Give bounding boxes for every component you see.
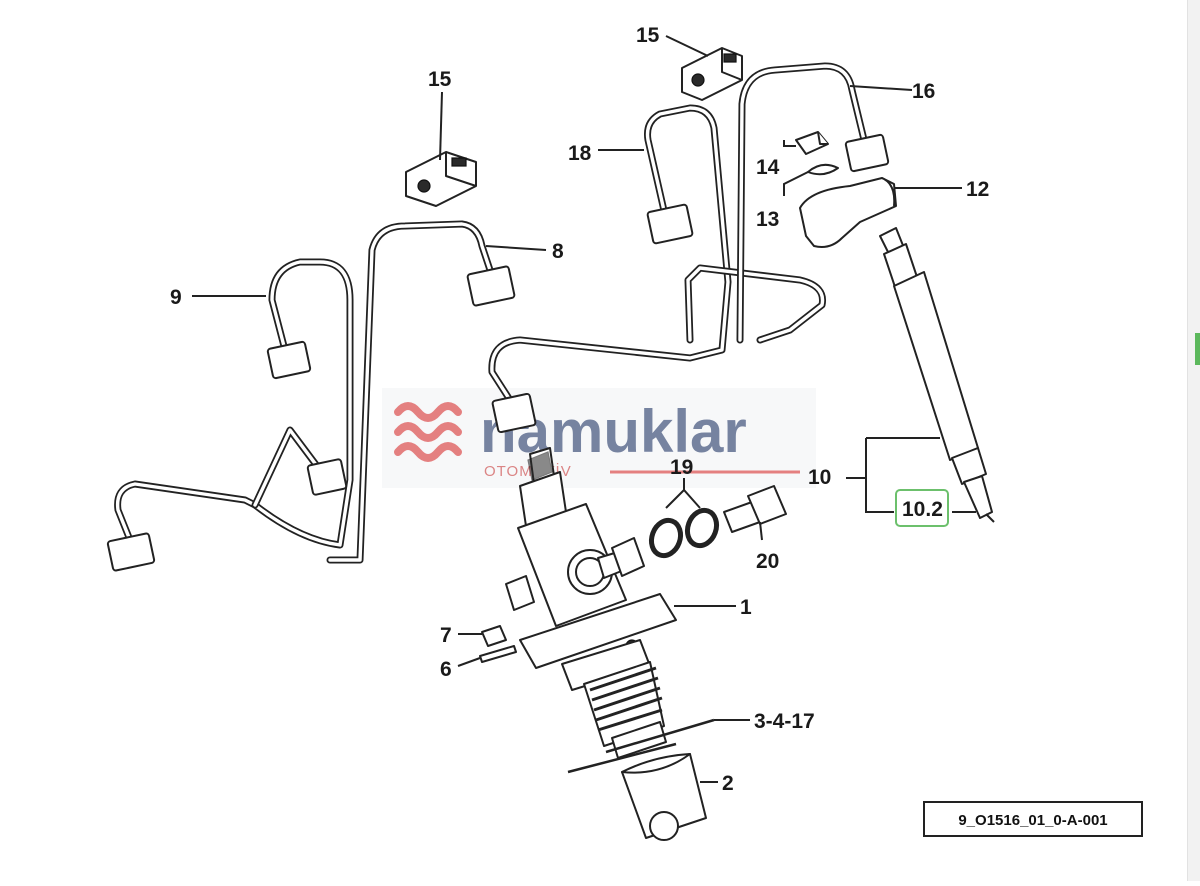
pipe-8 bbox=[326, 220, 494, 564]
callout-10-2: 10.2 bbox=[902, 498, 943, 521]
callout-1: 1 bbox=[740, 596, 752, 619]
watermark-wave-logo-icon bbox=[394, 402, 462, 462]
callout-3-4-17: 3-4-17 bbox=[754, 710, 815, 733]
callout-18: 18 bbox=[568, 142, 592, 165]
leader-lines bbox=[192, 35, 976, 783]
reference-code-box: 9_O1516_01_0-A-001 bbox=[923, 801, 1143, 837]
callout-15-left: 15 bbox=[428, 68, 452, 91]
pipe-18 bbox=[488, 104, 827, 404]
washer-13-icon bbox=[807, 163, 839, 176]
callout-7: 7 bbox=[440, 624, 452, 647]
shim-3-4-17-icon bbox=[567, 718, 715, 774]
scrollbar-marker bbox=[1195, 333, 1200, 365]
pipe-9 bbox=[114, 258, 354, 549]
callout-14: 14 bbox=[756, 156, 780, 179]
callout-12: 12 bbox=[966, 178, 989, 201]
callout-15-top: 15 bbox=[636, 24, 660, 47]
washer-6-icon bbox=[479, 645, 517, 663]
vertical-scrollbar[interactable] bbox=[1187, 0, 1200, 881]
callout-20: 20 bbox=[756, 550, 779, 573]
callout-16: 16 bbox=[912, 80, 935, 103]
nut-14-icon bbox=[795, 131, 829, 155]
clamp-15-top-icon bbox=[681, 47, 743, 101]
seal-washers-19-icon bbox=[648, 507, 720, 559]
injector-clamp-12-icon bbox=[799, 177, 897, 248]
pipe-nuts bbox=[106, 133, 890, 572]
tappet-2-icon bbox=[621, 753, 707, 841]
clamp-15-left-icon bbox=[405, 151, 477, 207]
banjo-bolt-20-icon bbox=[723, 485, 787, 533]
callout-13: 13 bbox=[756, 208, 779, 231]
reference-code-frame bbox=[923, 801, 1143, 837]
injector-10-icon bbox=[879, 227, 995, 523]
nut-7-icon bbox=[481, 625, 507, 647]
highlight-box-10-2 bbox=[895, 489, 949, 527]
callout-2: 2 bbox=[722, 772, 734, 795]
callout-8: 8 bbox=[552, 240, 564, 263]
callout-labels: 15 15 16 18 14 13 12 8 9 19 10 10.2 20 1… bbox=[170, 24, 989, 795]
callout-19: 19 bbox=[670, 456, 693, 479]
callout-9: 9 bbox=[170, 286, 182, 309]
callout-10: 10 bbox=[808, 466, 831, 489]
watermark: namuklar OTOMOTİV bbox=[382, 388, 816, 488]
pipe-16 bbox=[736, 62, 870, 344]
callout-6: 6 bbox=[440, 658, 452, 681]
reference-code: 9_O1516_01_0-A-001 bbox=[958, 812, 1107, 829]
injection-pump-1-icon bbox=[505, 447, 677, 759]
